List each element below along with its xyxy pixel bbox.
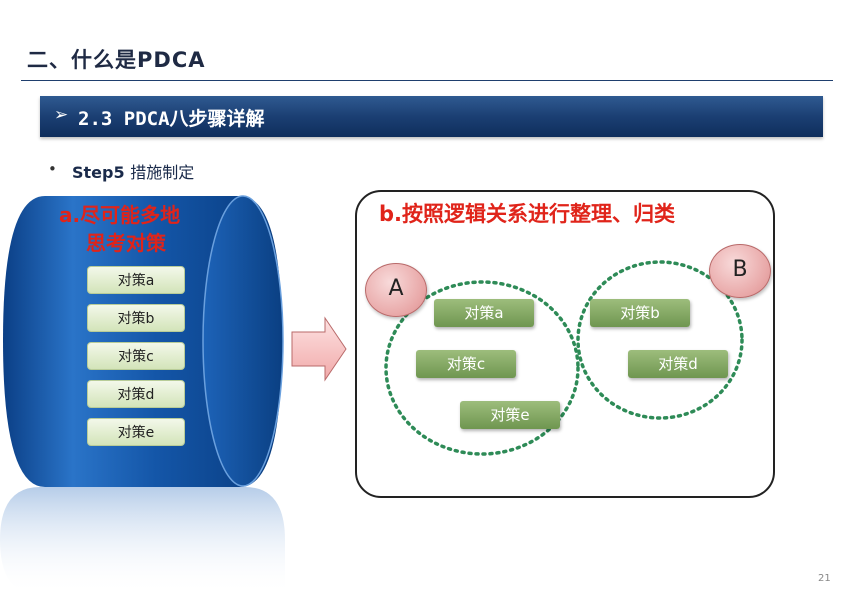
section-banner: ➢ 2.3 PDCA八步骤详解 (40, 96, 823, 137)
left-label-line1: a.尽可能多地 (59, 203, 181, 227)
measure-item: 对策c (87, 342, 185, 370)
title-divider (21, 80, 833, 81)
section-title: 2.3 PDCA八步骤详解 (78, 108, 265, 130)
group-b-item: 对策b (590, 299, 690, 327)
step-label: Step5 (72, 163, 125, 182)
group-b-circle (576, 260, 744, 420)
group-a-item: 对策e (460, 401, 560, 429)
measure-item: 对策e (87, 418, 185, 446)
group-a-item: 对策c (416, 350, 516, 378)
cylinder-cap (202, 195, 284, 487)
group-a-circle (384, 280, 580, 456)
step-heading: Step5 措施制定 (72, 159, 194, 183)
measure-item: 对策a (87, 266, 185, 294)
measure-item: 对策d (87, 380, 185, 408)
group-b-badge: B (709, 244, 771, 298)
group-b-item: 对策d (628, 350, 728, 378)
page-number: 21 (818, 573, 831, 584)
left-label-line2: 思考对策 (86, 231, 166, 255)
grouping-title: b.按照逻辑关系进行整理、归类 (379, 202, 676, 226)
bullet-dot: • (48, 160, 57, 178)
page-title: 二、什么是PDCA (27, 48, 206, 72)
arrow-bullet-icon: ➢ (54, 105, 69, 125)
step-description: 措施制定 (130, 163, 195, 182)
cylinder-reflection (0, 487, 285, 595)
right-arrow-icon (291, 316, 347, 382)
group-a-badge: A (365, 263, 427, 317)
measure-item: 对策b (87, 304, 185, 332)
group-a-item: 对策a (434, 299, 534, 327)
grouping-panel (355, 190, 775, 498)
